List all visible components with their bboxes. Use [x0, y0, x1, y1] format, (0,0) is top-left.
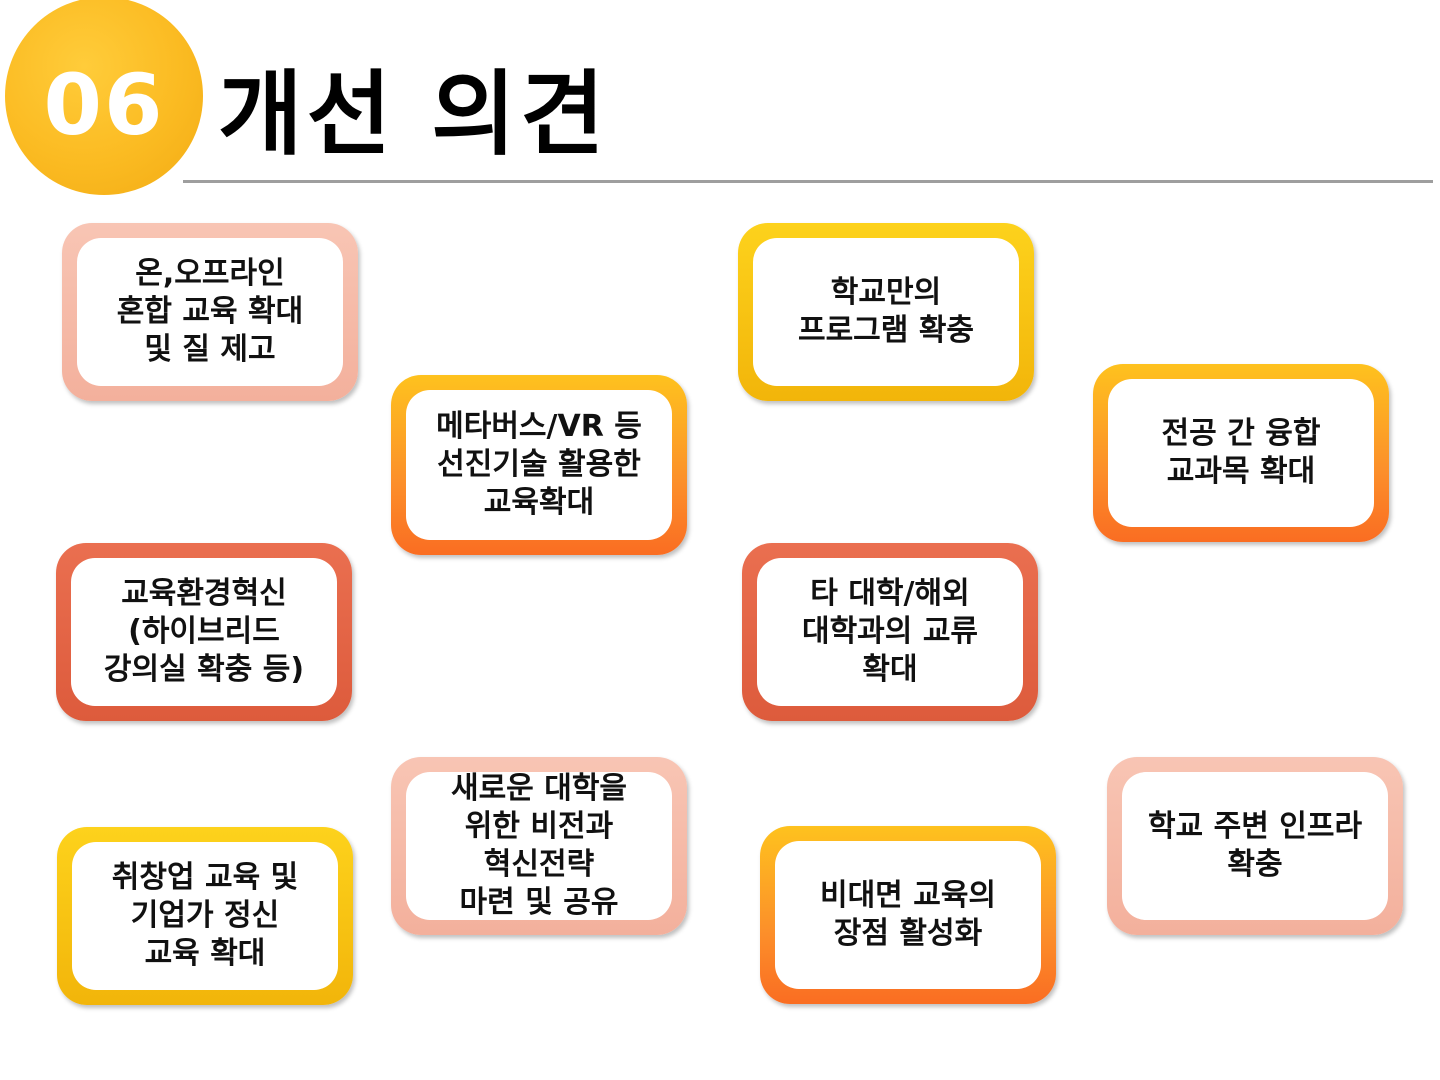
card-text: 메타버스/VR 등 선진기술 활용한 교육확대: [436, 409, 642, 520]
card-text: 비대면 교육의 장점 활성화: [819, 878, 997, 951]
card-text: 교육환경혁신 (하이브리드 강의실 확충 등): [103, 576, 305, 687]
card-metaverse-vr: 메타버스/VR 등 선진기술 활용한 교육확대: [391, 375, 687, 555]
card-infrastructure: 학교 주변 인프라 확충: [1107, 757, 1403, 935]
card-text: 전공 간 융합 교과목 확대: [1161, 416, 1321, 489]
section-number: 06: [43, 56, 165, 154]
card-vision-strategy: 새로운 대학을 위한 비전과 혁신전략 마련 및 공유: [391, 757, 687, 935]
card-convergence-courses: 전공 간 융합 교과목 확대: [1093, 364, 1389, 542]
section-number-badge: 06: [5, 0, 203, 195]
card-environment-innovation: 교육환경혁신 (하이브리드 강의실 확충 등): [56, 543, 352, 721]
card-text: 새로운 대학을 위한 비전과 혁신전략 마련 및 공유: [450, 771, 628, 920]
page-title: 개선 의견: [218, 61, 609, 168]
card-text: 학교만의 프로그램 확충: [797, 275, 975, 348]
card-startup-education: 취창업 교육 및 기업가 정신 교육 확대: [57, 827, 353, 1005]
card-text: 온,오프라인 혼합 교육 확대 및 질 제고: [116, 256, 304, 367]
title-divider: [183, 180, 1433, 183]
card-text: 타 대학/해외 대학과의 교류 확대: [801, 576, 979, 687]
card-online-education: 비대면 교육의 장점 활성화: [760, 826, 1056, 1004]
card-exchange: 타 대학/해외 대학과의 교류 확대: [742, 543, 1038, 721]
card-text: 학교 주변 인프라 확충: [1147, 809, 1363, 882]
card-school-program: 학교만의 프로그램 확충: [738, 223, 1034, 401]
card-hybrid-education: 온,오프라인 혼합 교육 확대 및 질 제고: [62, 223, 358, 401]
card-text: 취창업 교육 및 기업가 정신 교육 확대: [111, 860, 299, 971]
